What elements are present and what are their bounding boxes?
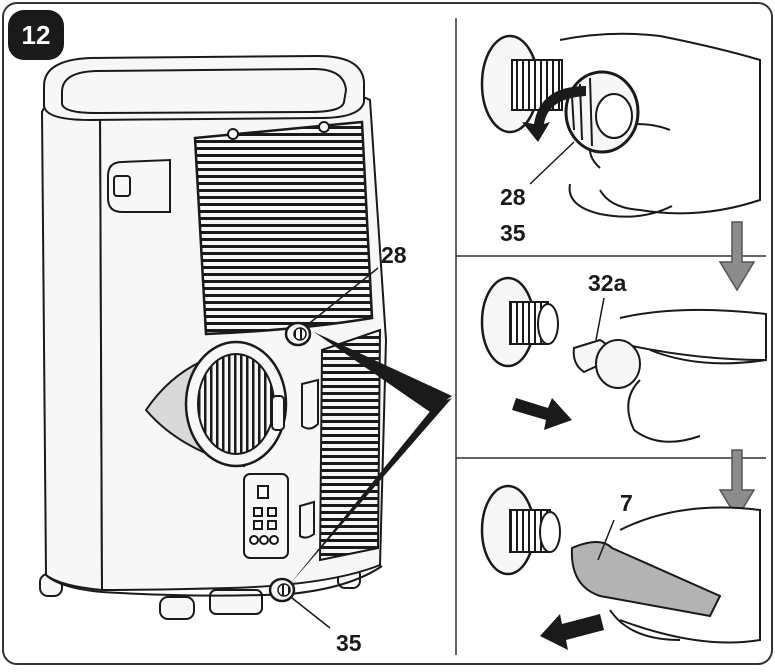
side-handle: [107, 158, 171, 213]
leader-line-28: [305, 267, 379, 327]
rotate-arrow: [522, 86, 586, 142]
upper-grille: [193, 120, 374, 336]
callout-32a: 32a: [588, 270, 627, 296]
callout-35-main: 35: [336, 630, 362, 656]
callout-28-step1: 28: [500, 184, 526, 210]
control-panel: [243, 473, 289, 559]
step-arrow-2: [718, 449, 756, 520]
figure-number-badge: 12: [8, 10, 64, 60]
zoom-wedge-lower: [290, 398, 452, 584]
zoom-wedge: [314, 332, 452, 412]
leader-line-35: [291, 597, 331, 629]
step3-illustration: [480, 484, 761, 650]
callout-28-main: 28: [381, 242, 407, 268]
cord-hook-lower: [299, 500, 315, 539]
cord-hook-upper: [301, 378, 319, 430]
exhaust-outlet: [144, 340, 288, 468]
tape-7: [570, 541, 722, 618]
drain-connector-upper: [284, 321, 312, 347]
callout-35-step1: 35: [500, 220, 526, 246]
pull-arrow: [540, 614, 604, 650]
step2-illustration: [480, 276, 767, 443]
step-arrow-1: [718, 221, 756, 292]
callout-7: 7: [620, 490, 633, 516]
push-arrow: [512, 398, 572, 430]
step1-illustration: [480, 32, 761, 218]
drain-connector-lower: [268, 577, 296, 603]
lower-grille: [318, 328, 382, 562]
